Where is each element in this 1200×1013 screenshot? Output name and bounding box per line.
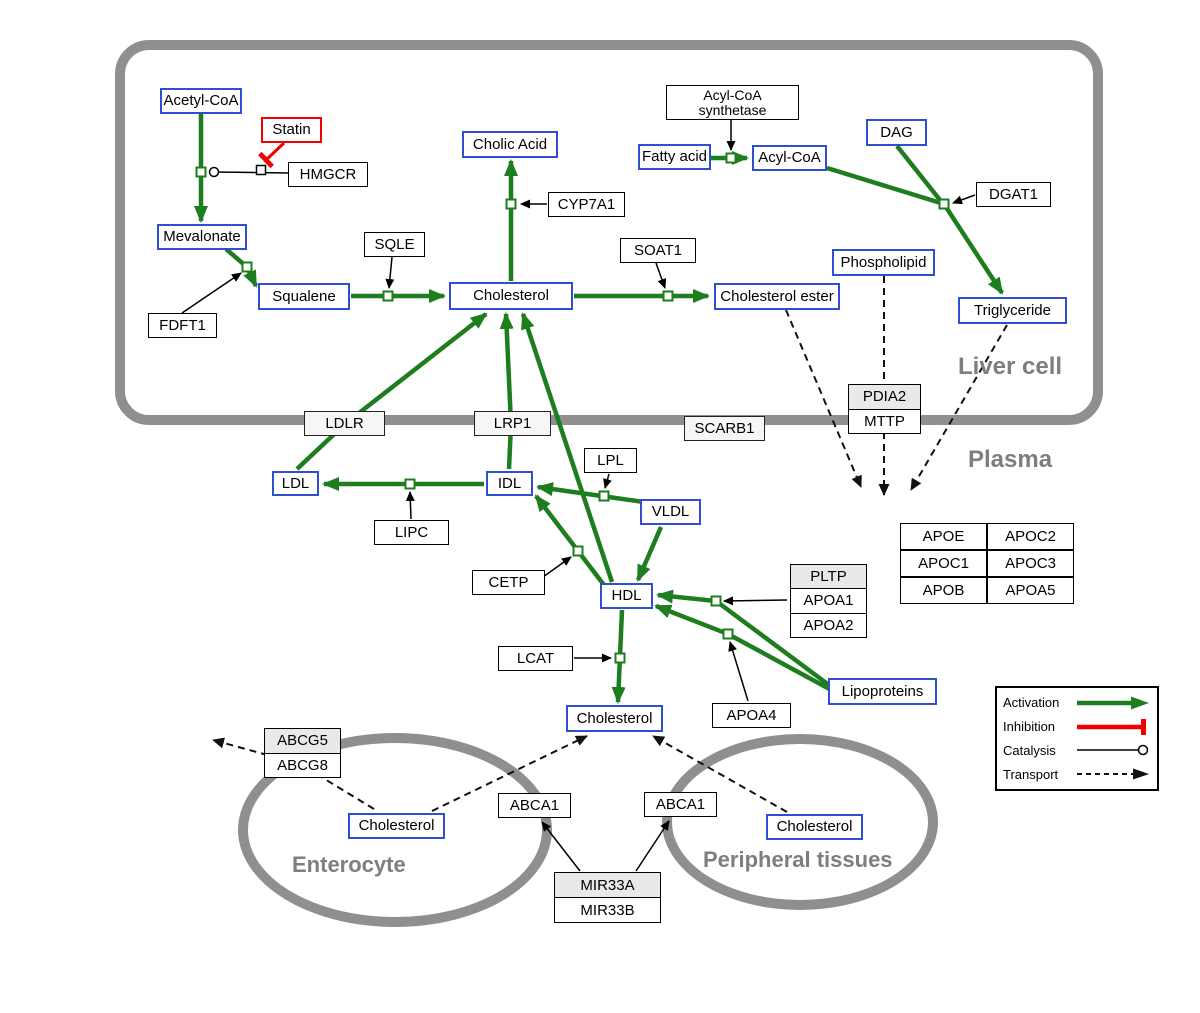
node-lipc[interactable]: LIPC bbox=[374, 520, 449, 545]
node-cyp7a1[interactable]: CYP7A1 bbox=[548, 192, 625, 217]
node-phospholipid[interactable]: Phospholipid bbox=[832, 249, 935, 276]
node-hdl[interactable]: HDL bbox=[600, 583, 653, 609]
node-apoa2[interactable]: APOA2 bbox=[791, 612, 866, 637]
node-abcg8[interactable]: ABCG8 bbox=[265, 752, 340, 778]
node-abca1-right[interactable]: ABCA1 bbox=[644, 792, 717, 817]
node-acyl-coa[interactable]: Acyl-CoA bbox=[752, 145, 827, 171]
node-cholesterol-liver[interactable]: Cholesterol bbox=[449, 282, 573, 310]
node-statin[interactable]: Statin bbox=[261, 117, 322, 143]
node-mir33a[interactable]: MIR33A bbox=[555, 873, 660, 897]
node-apoe[interactable]: APOE bbox=[900, 523, 987, 550]
legend-catalysis-label: Catalysis bbox=[1003, 742, 1056, 758]
complex-pltp-apoa1-apoa2: PLTP APOA1 APOA2 bbox=[790, 564, 867, 638]
liver-cell-label: Liver cell bbox=[958, 353, 1063, 380]
legend-row-activation: Activation bbox=[1003, 692, 1151, 714]
node-lipoproteins[interactable]: Lipoproteins bbox=[828, 678, 937, 705]
node-pdia2[interactable]: PDIA2 bbox=[849, 385, 920, 409]
node-dgat1[interactable]: DGAT1 bbox=[976, 182, 1051, 207]
complex-abcg5-abcg8: ABCG5 ABCG8 bbox=[264, 728, 341, 778]
activation-arrow-icon bbox=[1077, 696, 1149, 710]
node-lcat[interactable]: LCAT bbox=[498, 646, 573, 671]
legend-inhibition-label: Inhibition bbox=[1003, 719, 1056, 735]
node-cholesterol-plasma[interactable]: Cholesterol bbox=[566, 705, 663, 732]
complex-pdia2-mttp: PDIA2 MTTP bbox=[848, 384, 921, 434]
node-mevalonate[interactable]: Mevalonate bbox=[157, 224, 247, 250]
node-apoa4[interactable]: APOA4 bbox=[712, 703, 791, 728]
node-scarb1[interactable]: SCARB1 bbox=[684, 416, 765, 441]
node-apoc2[interactable]: APOC2 bbox=[987, 523, 1074, 550]
legend-row-catalysis: Catalysis bbox=[1003, 739, 1151, 761]
node-idl[interactable]: IDL bbox=[486, 471, 533, 496]
node-cetp[interactable]: CETP bbox=[472, 570, 545, 595]
legend-row-transport: Transport bbox=[1003, 763, 1151, 785]
node-dag[interactable]: DAG bbox=[866, 119, 927, 146]
legend-activation-label: Activation bbox=[1003, 695, 1060, 711]
node-abcg5[interactable]: ABCG5 bbox=[265, 729, 340, 753]
node-acetyl-coa[interactable]: Acetyl-CoA bbox=[160, 88, 242, 114]
complex-mir33a-mir33b: MIR33A MIR33B bbox=[554, 872, 661, 923]
node-squalene[interactable]: Squalene bbox=[258, 283, 350, 310]
node-triglyceride[interactable]: Triglyceride bbox=[958, 297, 1067, 324]
apolipoprotein-table: APOE APOC2 APOC1 APOC3 APOB APOA5 bbox=[900, 523, 1074, 604]
node-ldl[interactable]: LDL bbox=[272, 471, 319, 496]
node-cholesterol-ester[interactable]: Cholesterol ester bbox=[714, 283, 840, 310]
node-ldlr[interactable]: LDLR bbox=[304, 411, 385, 436]
legend: Activation Inhibition Catalysis Transpor… bbox=[995, 686, 1159, 791]
node-acyl-coa-synthetase[interactable]: Acyl-CoA synthetase bbox=[666, 85, 799, 120]
node-sqle[interactable]: SQLE bbox=[364, 232, 425, 257]
node-mir33b[interactable]: MIR33B bbox=[555, 897, 660, 922]
node-apoc1[interactable]: APOC1 bbox=[900, 550, 987, 577]
node-fatty-acid[interactable]: Fatty acid bbox=[638, 144, 711, 170]
node-abca1-left[interactable]: ABCA1 bbox=[498, 793, 571, 818]
node-apoa1[interactable]: APOA1 bbox=[791, 588, 866, 612]
node-cholesterol-enterocyte[interactable]: Cholesterol bbox=[348, 813, 445, 839]
node-mttp[interactable]: MTTP bbox=[849, 408, 920, 434]
legend-row-inhibition: Inhibition bbox=[1003, 716, 1151, 738]
node-soat1[interactable]: SOAT1 bbox=[620, 238, 696, 263]
catalysis-circle-icon bbox=[1077, 745, 1149, 756]
node-fdft1[interactable]: FDFT1 bbox=[148, 313, 217, 338]
node-hmgcr[interactable]: HMGCR bbox=[288, 162, 368, 187]
node-cholic-acid[interactable]: Cholic Acid bbox=[462, 131, 558, 158]
inhibition-tbar-icon bbox=[1077, 718, 1146, 735]
enterocyte-label: Enterocyte bbox=[292, 852, 406, 877]
node-apoc3[interactable]: APOC3 bbox=[987, 550, 1074, 577]
node-apob[interactable]: APOB bbox=[900, 577, 987, 604]
node-cholesterol-peripheral[interactable]: Cholesterol bbox=[766, 814, 863, 840]
node-vldl[interactable]: VLDL bbox=[640, 499, 701, 525]
liver-cell-membrane bbox=[115, 40, 1103, 425]
node-lpl[interactable]: LPL bbox=[584, 448, 637, 473]
node-apoa5[interactable]: APOA5 bbox=[987, 577, 1074, 604]
legend-transport-label: Transport bbox=[1003, 766, 1059, 782]
plasma-label: Plasma bbox=[968, 446, 1053, 473]
peripheral-tissues-label: Peripheral tissues bbox=[703, 847, 893, 872]
node-pltp[interactable]: PLTP bbox=[791, 565, 866, 589]
node-lrp1[interactable]: LRP1 bbox=[474, 411, 551, 436]
transport-dashed-arrow-icon bbox=[1077, 768, 1149, 780]
